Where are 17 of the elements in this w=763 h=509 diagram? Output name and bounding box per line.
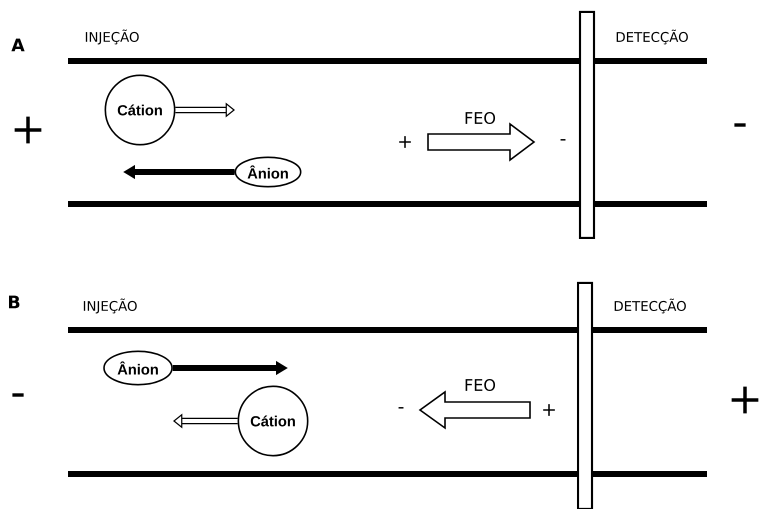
flow-label: FEO [466, 378, 496, 392]
detection-window [576, 282, 594, 509]
polarity-sign: - [734, 123, 746, 127]
panel-letter: B [9, 296, 20, 308]
polarity-sign: - [398, 407, 404, 409]
polarity-sign: - [12, 393, 24, 397]
polarity-sign: + [543, 404, 555, 416]
flow-label: FEO [466, 112, 496, 124]
polarity-sign: + [399, 136, 411, 148]
section-label: INJEÇÃO [86, 30, 139, 44]
polarity-sign: + [14, 116, 42, 144]
polarity-sign: + [732, 386, 758, 414]
section-label: DETECÇÃO [614, 298, 686, 314]
detection-window [578, 10, 596, 240]
section-label: INJEÇÃO [84, 298, 137, 314]
panel-letter: A [11, 38, 25, 52]
section-label: DETECÇÃO [616, 30, 688, 44]
